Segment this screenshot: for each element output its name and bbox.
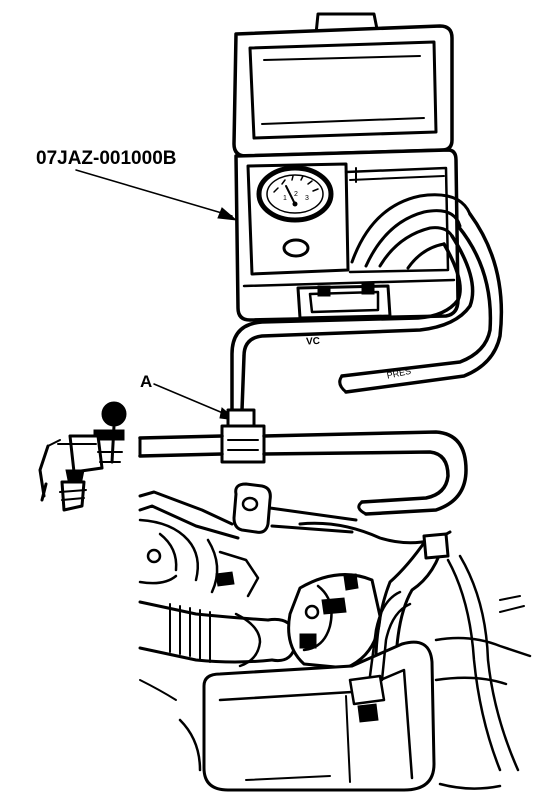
gauge-dial: 1 2 3 [256, 165, 334, 223]
pressure-hose-text: PRES [386, 366, 412, 381]
joint-callout-leader [153, 383, 238, 421]
gauge-mark-3: 3 [305, 195, 309, 202]
purge-valve-assembly [38, 401, 127, 512]
tee-fitting-a [220, 408, 266, 464]
release-button [282, 238, 310, 258]
gauge-mark-1: 1 [283, 195, 287, 202]
hose-joint-label: A [140, 372, 152, 391]
vacuum-hose-label: VC [306, 336, 320, 348]
engine-bay [138, 482, 532, 792]
vacuum-hose-text: VC [306, 336, 320, 348]
vacuum-line [138, 430, 468, 516]
tool-part-number-label: 07JAZ-001000B [36, 148, 176, 169]
pressure-hose-label: PRES [386, 366, 412, 381]
gauge-hoses [230, 193, 504, 414]
gauge-mark-2: 2 [294, 191, 298, 198]
gauge-kit-case [232, 12, 460, 322]
tool-callout-leader [75, 169, 238, 221]
